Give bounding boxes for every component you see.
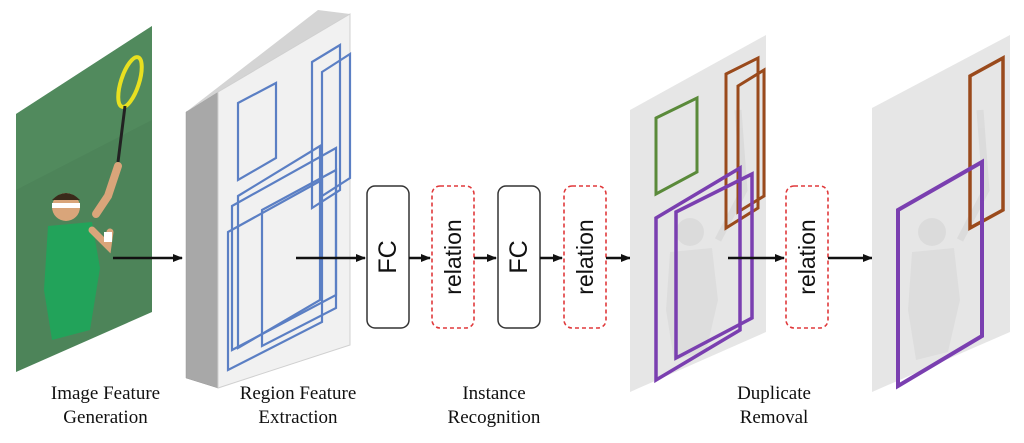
caption-line: Duplicate — [737, 383, 811, 404]
fc-label-1: FC — [374, 240, 402, 273]
caption-line: Removal — [739, 407, 809, 428]
faint-player-figure-output — [908, 109, 990, 360]
output-panel — [872, 35, 1010, 392]
region-box — [310, 43, 342, 211]
region-box — [260, 168, 338, 348]
fc-label-2: FC — [505, 240, 533, 273]
purple-detection-box — [654, 164, 742, 384]
brown-final-box — [968, 55, 1005, 231]
caption-line: Image Feature — [50, 383, 161, 404]
caption-line: Instance — [462, 383, 526, 404]
caption-line: Recognition — [447, 407, 541, 428]
region-box — [236, 81, 278, 182]
caption-line: Generation — [63, 407, 148, 428]
relation-label-2: relation — [572, 219, 598, 294]
region-box — [236, 144, 322, 350]
input-image-panel — [16, 26, 152, 372]
caption-region-feature-extraction: Region Feature Extraction — [208, 382, 388, 430]
relation-block-2: relation — [563, 185, 607, 329]
fc-block-2: FC — [497, 185, 541, 329]
tennis-player-figure — [44, 55, 144, 340]
caption-line: Extraction — [258, 407, 338, 428]
region-box — [226, 178, 324, 372]
caption-line: Region Feature — [239, 383, 357, 404]
feature-map-slab — [185, 10, 352, 389]
fc-block-1: FC — [366, 185, 410, 329]
relation-block-1: relation — [431, 185, 475, 329]
caption-duplicate-removal: Duplicate Removal — [700, 382, 848, 430]
caption-image-feature-generation: Image Feature Generation — [18, 382, 193, 430]
relation-label-3: relation — [794, 219, 820, 294]
purple-detection-box-duplicate — [674, 171, 754, 361]
detections-panel — [630, 35, 766, 392]
caption-instance-recognition: Instance Recognition — [404, 382, 584, 430]
green-detection-box — [654, 95, 699, 197]
region-boxes — [226, 43, 352, 372]
relation-block-3: relation — [785, 185, 829, 329]
purple-final-box — [896, 158, 984, 390]
relation-label-1: relation — [440, 219, 466, 294]
